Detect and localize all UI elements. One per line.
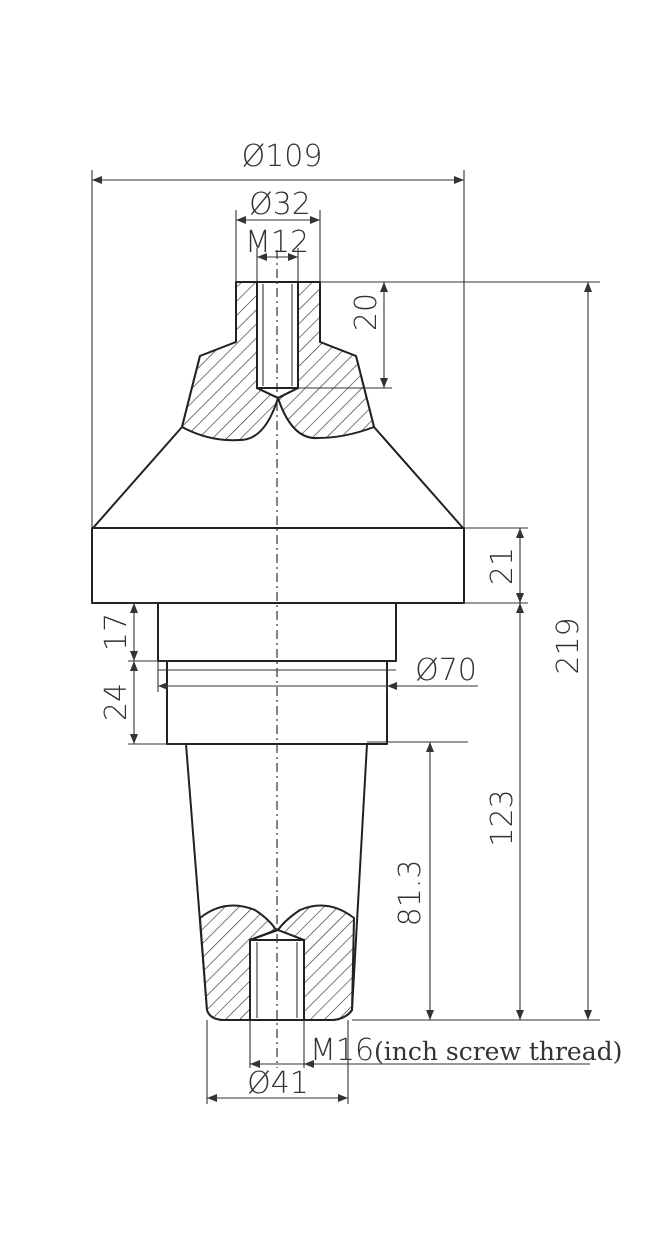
- bottom-section-right: [277, 904, 355, 1021]
- dim-bottom-thread-note: (inch screw thread): [374, 1037, 622, 1066]
- dim-total-height: 219: [551, 617, 586, 674]
- dim-top-thread: M12: [245, 225, 309, 260]
- dim-outer-diameter: Ø109: [242, 139, 323, 174]
- dim-top-diameter: Ø32: [249, 187, 311, 222]
- dim-bottom-thread: M16: [310, 1033, 374, 1068]
- top-section-right: [277, 281, 375, 440]
- dim-taper-length: 81.3: [393, 860, 428, 927]
- dim-thread-depth: 20: [349, 293, 384, 331]
- bottom-section-left: [199, 904, 277, 1021]
- flange: [91, 527, 465, 604]
- dim-collar-height: 17: [99, 613, 134, 651]
- dim-shoulder-height: 24: [99, 683, 134, 721]
- dim-flange-height: 21: [485, 547, 520, 585]
- dim-shank-length: 123: [485, 789, 520, 846]
- part-body: [91, 250, 465, 1068]
- dim-shoulder-diameter: Ø70: [415, 653, 477, 688]
- dimensions: Ø109 Ø32 M12 20 219 21 123 81.3: [91, 139, 622, 1104]
- dim-bottom-diameter: Ø41: [247, 1066, 309, 1101]
